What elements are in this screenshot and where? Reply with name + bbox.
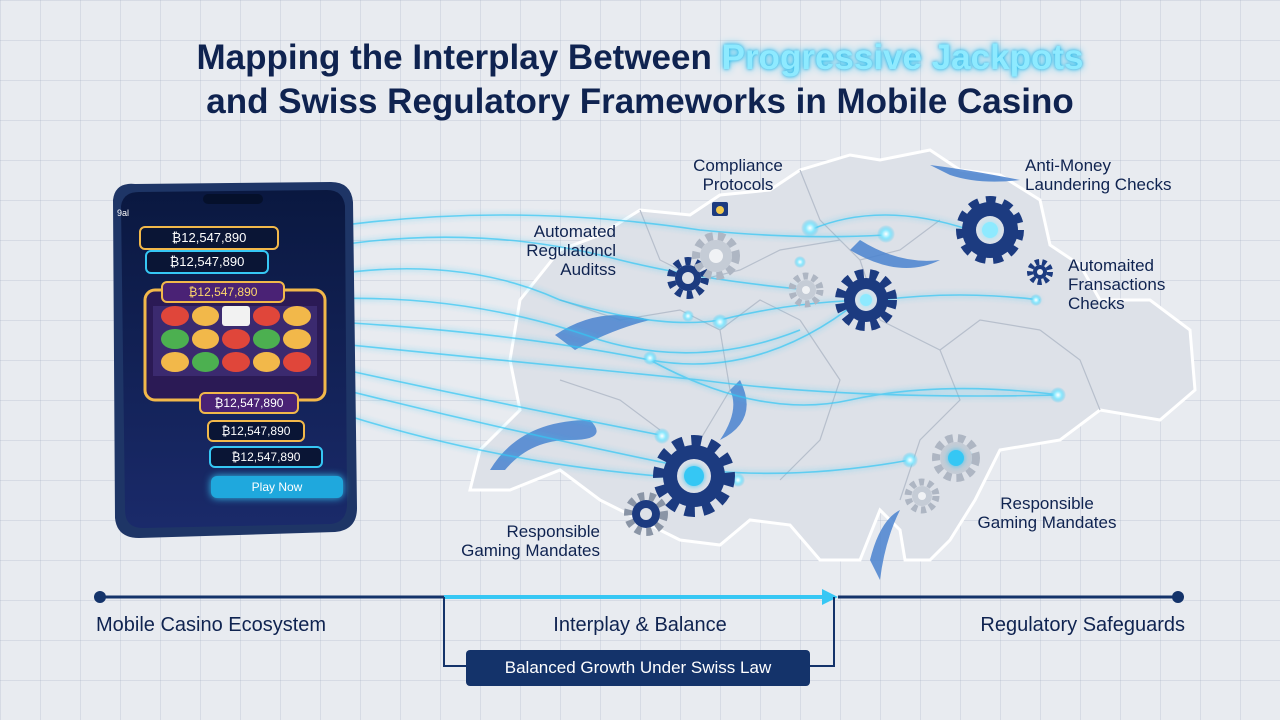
timeline-label-center: Interplay & Balance [553,614,727,636]
jackpot-counter: ₿12,547,890 [139,226,279,250]
gear-icon-right-silver [932,434,980,482]
slot-symbol [283,329,311,349]
label-automated-audits: Automated Regulatoncl Auditss [480,222,616,279]
label-responsible-left-line-1: Responsible [506,522,600,541]
gear-icon-bottom-right-silver [904,478,940,514]
slot-symbol [161,329,189,349]
page-title-line-1: Mapping the Interplay Between Progressiv… [0,36,1280,80]
mobile-phone: 9al ₿12,547,890 ₿12,547,890 ₿12,547,890 … [95,178,357,538]
slot-symbol [252,306,281,326]
gear-icon-transactions [1027,259,1053,285]
jackpot-counter: ₿12,547,890 [207,420,305,442]
gear-icon-small-left [667,257,709,299]
slot-reels [161,306,311,372]
flag-icon [712,202,728,216]
gear-icon-silver-top [692,232,740,280]
slot-symbol [161,306,189,326]
timeline [94,589,1184,667]
title-prefix: Mapping the Interplay Between [196,38,722,77]
play-now-button[interactable]: Play Now [211,476,343,498]
slot-symbol [252,352,281,372]
jackpot-counter-main: ₿12,547,890 [161,281,285,303]
label-compliance-protocols: Compliance Protocols [688,156,788,194]
label-transactions-line-2: Fransactions [1068,275,1166,294]
label-transactions-line-1: Automaited [1068,256,1154,275]
label-compliance-line-2: Protocols [702,175,774,194]
slot-symbol [283,306,311,326]
phone-status-bar: 9al [117,208,130,218]
label-audits-line-3: Auditss [560,260,616,279]
label-responsible-left-line-2: Gaming Mandates [461,541,600,560]
slot-symbol [283,352,311,372]
label-responsible-gaming-left: Responsible Gaming Mandates [430,522,600,560]
title-highlight: Progressive Jackpots [721,38,1084,77]
slot-symbol [222,306,250,326]
gear-icon-silver-mid [788,272,824,308]
slot-symbol [161,352,189,372]
label-transaction-checks: Automaited Fransactions Checks [1068,256,1208,313]
label-audits-line-1: Automated [533,222,616,241]
label-aml-line-1: Anti-Money [1025,156,1111,175]
slot-symbol [191,306,220,326]
slot-symbol [252,329,281,349]
label-aml-line-2: Laundering Checks [1025,175,1172,194]
jackpot-counter: ₿12,547,890 [209,446,323,468]
page-title-line-2: and Swiss Regulatory Frameworks in Mobil… [206,82,1074,121]
timeline-label-left: Mobile Casino Ecosystem [96,614,327,636]
label-audits-line-2: Regulatoncl [526,241,616,260]
label-responsible-right-line-1: Responsible [1000,494,1094,513]
label-responsible-right-line-2: Gaming Mandates [977,513,1117,532]
label-anti-money-laundering: Anti-Money Laundering Checks [1025,156,1205,194]
slot-symbol [191,329,220,349]
slot-symbol [222,352,250,372]
slot-symbol [222,329,250,349]
timeline-label-right: Regulatory Safeguards [980,614,1185,636]
balanced-growth-badge: Balanced Growth Under Swiss Law [466,650,810,686]
jackpot-counter: ₿12,547,890 [145,250,269,274]
label-transactions-line-3: Checks [1068,294,1125,313]
gear-icon-bottom-left [624,492,668,536]
gear-icon-bottom-center [653,435,735,517]
gear-icon-center [835,269,897,331]
jackpot-counter: ₿12,547,890 [199,392,299,414]
gear-icon-top-right [956,196,1024,264]
label-responsible-gaming-right: Responsible Gaming Mandates [962,494,1132,532]
label-compliance-line-1: Compliance [693,156,783,175]
slot-symbol [191,352,220,372]
